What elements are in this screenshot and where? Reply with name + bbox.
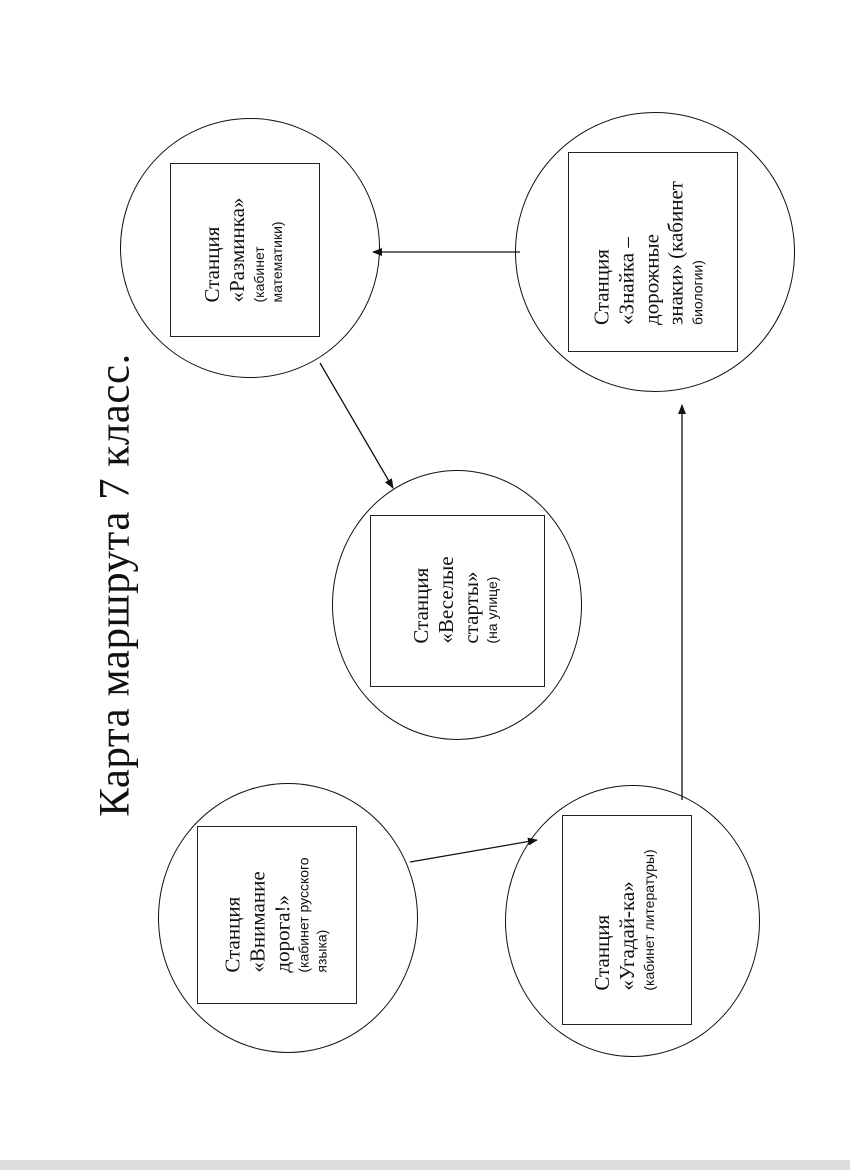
station-znayka-line4: знаки» (кабинет: [663, 181, 688, 325]
station-vnimanie-label: Станция «Внимание дорога!» (кабинет русс…: [221, 857, 332, 972]
arrow-vnimanie-to-ugadayka: [409, 837, 538, 863]
station-vnimanie-line1: Станция: [220, 896, 245, 973]
station-razminka-circle: [120, 118, 380, 378]
station-vnimanie-line3: дорога!»: [270, 894, 295, 973]
station-razminka-line2: «Разминка»: [224, 197, 249, 303]
station-veselye-line3: старты»: [458, 571, 483, 644]
station-vnimanie-note1: (кабинет русского: [295, 857, 312, 973]
station-veselye-box: [370, 515, 545, 687]
station-veselye-line1: Станция: [408, 567, 433, 644]
station-veselye-note1: (на улице): [484, 576, 501, 644]
station-znayka-line5: биологии): [689, 260, 706, 325]
station-razminka-line1: Станция: [200, 226, 225, 303]
station-znayka-line3: дорожные: [638, 234, 663, 325]
station-znayka-circle: [515, 112, 795, 392]
station-ugadayka-line2: «Угадай-ка»: [614, 881, 639, 991]
station-veselye-circle: [332, 470, 582, 740]
station-vnimanie-note2: языка): [314, 929, 331, 973]
station-veselye-label: Станция «Веселые старты» (на улице): [409, 556, 501, 643]
station-ugadayka-label: Станция «Угадай-ка» (кабинет литературы): [590, 849, 658, 990]
station-znayka-line1: Станция: [589, 249, 614, 325]
station-razminka-label: Станция «Разминка» (кабинет математики): [200, 198, 286, 303]
station-ugadayka-circle: [505, 785, 760, 1057]
station-vnimanie-line2: «Внимание: [245, 871, 270, 973]
arrow-razminka-to-veselye: [319, 362, 394, 489]
station-razminka-box: [170, 163, 320, 337]
station-ugadayka-line1: Станция: [590, 914, 615, 991]
station-znayka-box: [568, 152, 738, 352]
station-znayka-label: Станция «Знайка – дорожные знаки» (кабин…: [589, 181, 706, 325]
station-vnimanie-circle: [158, 783, 418, 1053]
station-ugadayka-note1: (кабинет литературы): [640, 849, 657, 991]
station-znayka-line2: «Знайка –: [614, 237, 639, 325]
scan-edge-strip: [0, 1160, 850, 1170]
station-veselye-line2: «Веселые: [433, 556, 458, 644]
station-ugadayka-box: [562, 815, 692, 1025]
station-vnimanie-box: [197, 826, 357, 1004]
station-razminka-note1: (кабинет: [250, 246, 267, 303]
station-razminka-note2: математики): [268, 221, 285, 303]
